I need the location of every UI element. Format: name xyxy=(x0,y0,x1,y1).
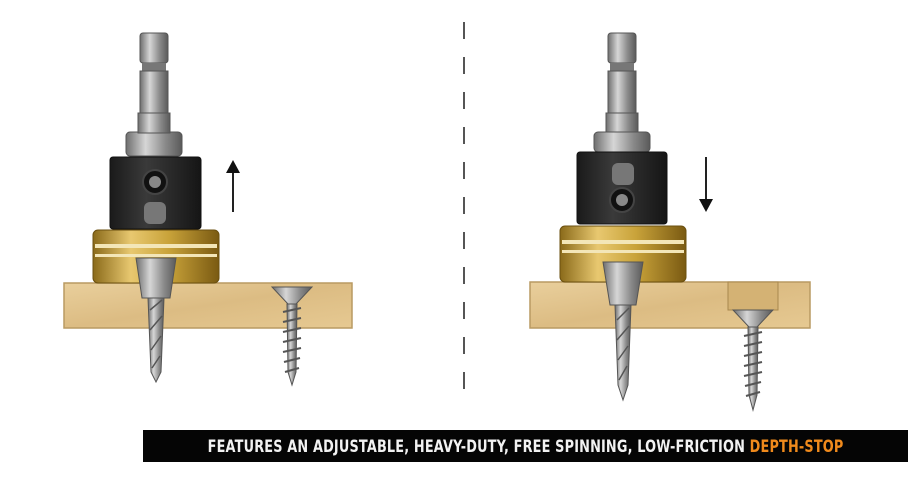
banner-highlight-text: DEPTH-STOP xyxy=(749,436,844,456)
right-illustration xyxy=(529,32,811,412)
drill-bit xyxy=(147,297,165,384)
banner-text: FEATURES AN ADJUSTABLE, HEAVY-DUTY, FREE… xyxy=(208,437,844,456)
hex-shank xyxy=(139,32,169,64)
countersink-bit xyxy=(602,261,644,306)
countersink-bit xyxy=(135,257,177,299)
arrow-down-icon xyxy=(699,157,713,212)
panel-divider xyxy=(463,22,465,400)
banner-main-text: FEATURES AN ADJUSTABLE, HEAVY-DUTY, FREE… xyxy=(207,436,745,456)
feature-banner: FEATURES AN ADJUSTABLE, HEAVY-DUTY, FREE… xyxy=(143,430,908,462)
hex-shank xyxy=(607,32,637,64)
wood-plug xyxy=(727,281,779,311)
arrow-up-icon xyxy=(226,160,240,212)
left-illustration xyxy=(63,32,353,387)
